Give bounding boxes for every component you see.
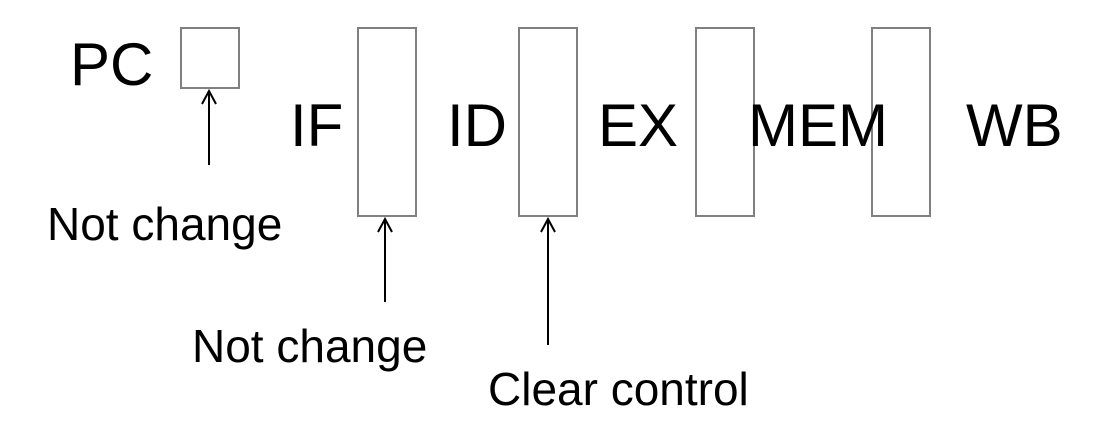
- id-ex-annotation: Clear control: [488, 363, 749, 415]
- id-ex-register: [518, 27, 578, 217]
- if-id-arrow: [377, 216, 393, 302]
- pc-label: PC: [70, 31, 154, 98]
- pc-arrow: [201, 88, 217, 165]
- pc-register: [180, 27, 240, 89]
- stage-label-mem: MEM: [748, 92, 888, 159]
- id-ex-arrow: [540, 216, 556, 345]
- stage-label-wb: WB: [966, 92, 1063, 159]
- mem-wb-register: [871, 27, 931, 217]
- if-id-register: [357, 27, 417, 217]
- stage-label-if: IF: [290, 92, 344, 159]
- if-id-annotation: Not change: [192, 320, 428, 372]
- stage-label-ex: EX: [598, 92, 679, 159]
- stage-label-id: ID: [447, 92, 507, 159]
- pc-annotation: Not change: [47, 198, 283, 250]
- ex-mem-register: [695, 27, 755, 217]
